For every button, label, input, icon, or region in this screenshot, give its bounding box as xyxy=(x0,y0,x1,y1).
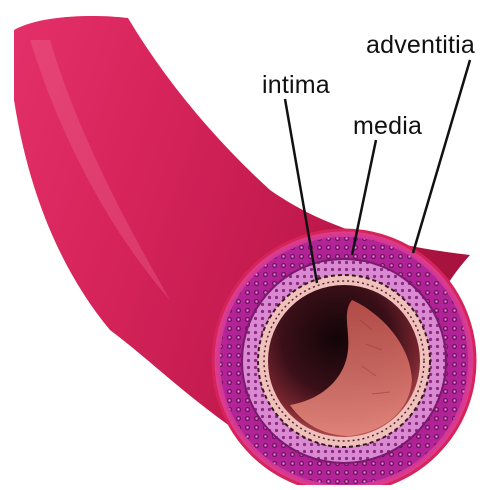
adventitia-label: adventitia xyxy=(366,33,475,58)
media-label: media xyxy=(353,114,422,139)
adventitia-leader-line xyxy=(413,60,470,253)
intima-label: intima xyxy=(262,73,330,98)
